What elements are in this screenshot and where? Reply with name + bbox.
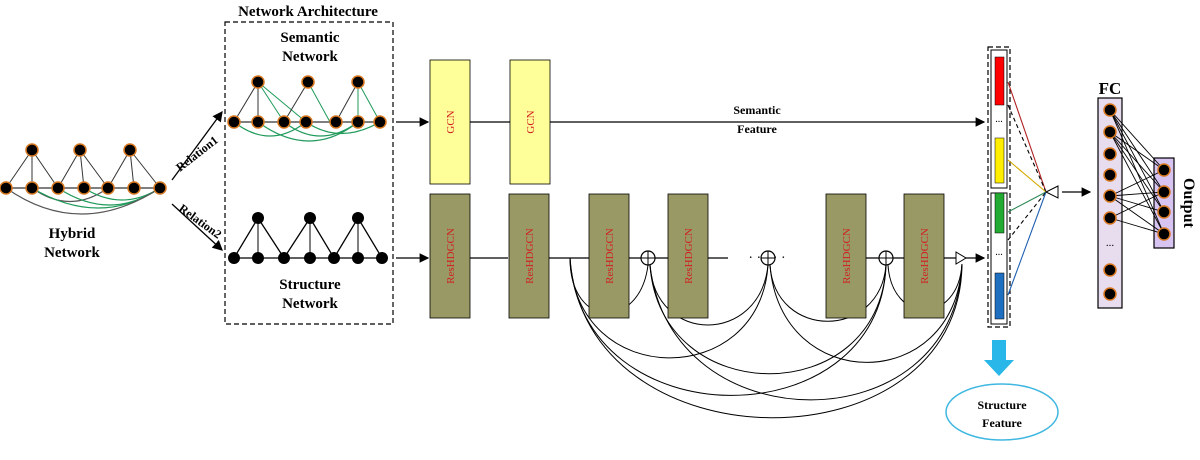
reshdgcn-block-5-label: ResHDGCN [841,228,853,284]
structure-feature-line1: Structure [977,398,1027,412]
arch-box [224,21,394,325]
structure-network-line1: Structure [279,277,341,293]
fc-ellipsis: ... [1106,237,1115,249]
hybrid-network-graph [0,143,167,215]
reshdgcn-block-3-label: ResHDGCN [604,228,616,284]
feature-bar-red [994,56,1005,106]
reshdgcn-block-1: ResHDGCN [429,193,471,319]
relation1-label: Relation1 [173,133,221,174]
gcn-block-1-label: GCN [445,110,457,133]
fc-output-connections [1109,109,1165,235]
gcn-block-1: GCN [429,59,471,185]
arch-title: Network Architecture [238,4,378,20]
fusion-connections [1007,81,1047,296]
reshdgcn-block-4: ResHDGCN [667,193,709,319]
feature-ellipsis-2: ... [995,247,1003,258]
reshdgcn-block-1-label: ResHDGCN [445,228,457,284]
structure-feature-line2: Feature [982,416,1022,430]
hybrid-label-line2: Network [44,245,100,261]
reshdgcn-blocks: ResHDGCN ResHDGCN ResHDGCN ResHDGCN ResHDGCN… [429,193,945,319]
relation1-arrow [171,110,223,181]
structure-feature-arrow-icon [984,340,1014,376]
reshdgcn-block-3: ResHDGCN [588,193,630,319]
feature-bar-blue [994,272,1005,320]
relation2-label: Relation2 [176,201,224,241]
structure-network-line2: Network [282,296,338,312]
relation2-arrow [171,203,223,251]
semantic-network-line2: Network [282,49,338,65]
semantic-feature-line1: Semantic [733,103,781,117]
output-neurons [1157,163,1171,241]
semantic-feature-vector [990,49,1008,189]
semantic-network-line1: Semantic [280,30,340,46]
semantic-network-graph [227,75,387,142]
gcn-block-2: GCN [509,59,551,185]
semantic-feature-line2: Feature [737,122,777,136]
feature-bar-yellow [994,137,1005,184]
reshdgcn-block-6: ResHDGCN [903,193,945,319]
gcn-block-2-label: GCN [525,110,537,133]
concat-node [955,251,967,265]
feature-bar-green [994,192,1005,234]
reshdgcn-block-6-label: ResHDGCN [919,228,931,284]
hybrid-label-line1: Hybrid [49,226,96,242]
reshdgcn-block-2: ResHDGCN [508,193,550,319]
feature-ellipsis-1: ... [995,114,1003,125]
output-label: Output [1180,178,1197,228]
fusion-node [1044,185,1059,199]
structure-feature-ellipse [945,383,1059,441]
gcn-blocks: GCN GCN [429,59,551,185]
fc-neurons [1103,103,1117,301]
fc-label: FC [1099,79,1122,98]
reshdgcn-block-2-label: ResHDGCN [524,228,536,284]
reshdgcn-block-5: ResHDGCN [825,193,867,319]
reshdgcn-block-4-label: ResHDGCN [683,228,695,284]
structure-network-graph [228,212,388,264]
feature-vector-outer [987,46,1011,328]
